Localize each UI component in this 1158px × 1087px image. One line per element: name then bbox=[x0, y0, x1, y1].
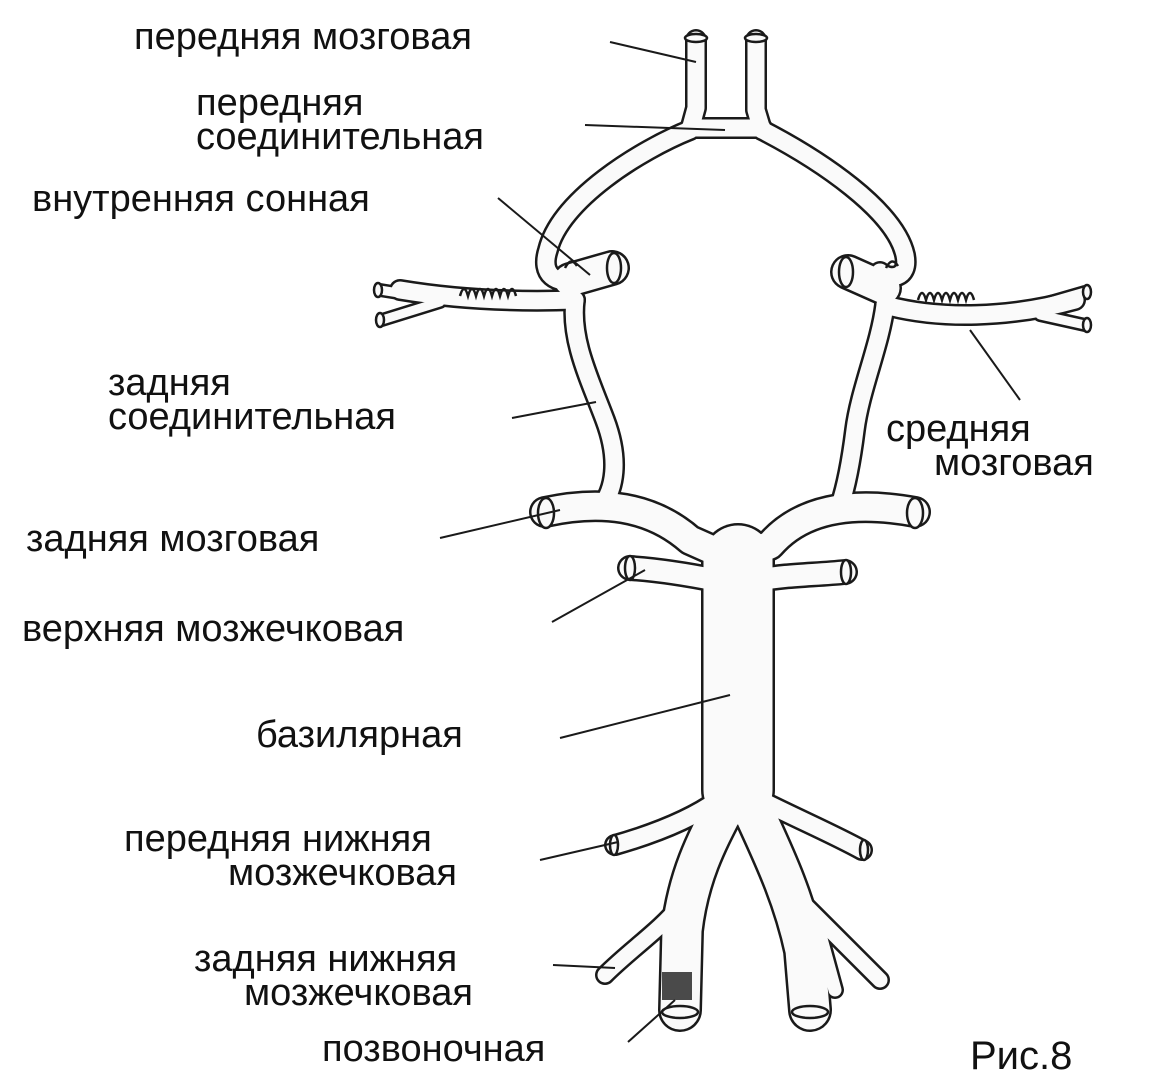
vessel-ends bbox=[372, 32, 1093, 1020]
label-aica-line2: мозжечковая bbox=[228, 852, 458, 894]
label-basilar: базилярная bbox=[256, 714, 463, 756]
label-middle-cerebral-line1: средняя bbox=[886, 408, 1031, 450]
figure-caption: Рис.8 bbox=[970, 1034, 1073, 1078]
label-superior-cerebellar: верхняя мозжечковая bbox=[22, 608, 405, 650]
label-pica-line1: задняя нижняя bbox=[194, 938, 458, 980]
label-anterior-communicating: передняя соединительная bbox=[196, 82, 484, 158]
label-aica: передняя нижняя мозжечковая bbox=[124, 818, 458, 894]
label-vertebral: позвоночная bbox=[322, 1028, 546, 1070]
label-middle-cerebral-line2: мозговая bbox=[934, 442, 1094, 484]
leader-lines bbox=[439, 41, 1021, 1043]
label-internal-carotid: внутренняя сонная bbox=[32, 178, 370, 220]
vertebral-marker bbox=[662, 972, 692, 1000]
label-posterior-communicating-line2: соединительная bbox=[108, 396, 396, 438]
label-posterior-cerebral: задняя мозговая bbox=[26, 518, 320, 560]
label-anterior-cerebral: передняя мозговая bbox=[134, 16, 472, 58]
label-aica-line1: передняя нижняя bbox=[124, 818, 432, 860]
vessel-outlines bbox=[373, 29, 1092, 1032]
label-pica-line2: мозжечковая bbox=[244, 972, 474, 1014]
vessel-fills bbox=[375, 31, 1090, 1030]
perforating-branches bbox=[458, 260, 976, 305]
label-posterior-communicating-line1: задняя bbox=[108, 362, 231, 404]
label-pica: задняя нижняя мозжечковая bbox=[194, 938, 474, 1014]
label-anterior-communicating-line1: передняя bbox=[196, 82, 364, 124]
label-anterior-communicating-line2: соединительная bbox=[196, 116, 484, 158]
label-middle-cerebral: средняя мозговая bbox=[886, 408, 1094, 484]
label-posterior-communicating: задняя соединительная bbox=[108, 362, 396, 438]
